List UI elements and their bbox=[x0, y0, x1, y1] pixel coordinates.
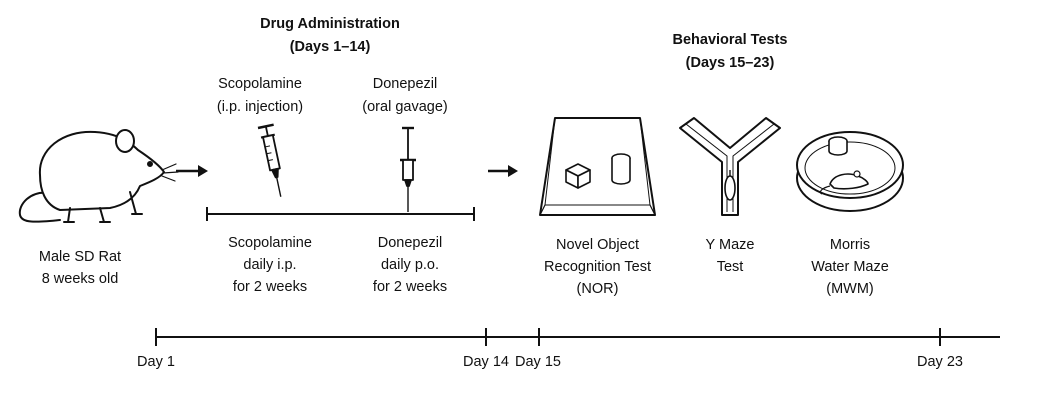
subject-label: Male SD Rat 8 weeks old bbox=[38, 249, 122, 287]
gavage-needle-icon bbox=[400, 126, 416, 212]
timeline-day1-label: Day 1 bbox=[137, 354, 175, 370]
drug-period-bracket bbox=[206, 207, 475, 221]
water-maze-pool-icon bbox=[796, 131, 904, 212]
ymaze-test-label: Y Maze Test bbox=[705, 237, 755, 275]
behavioral-tests-days: (Days 15–23) bbox=[685, 55, 775, 71]
nor-test-label: Novel Object Recognition Test (NOR) bbox=[544, 237, 651, 297]
scopolamine-name: Scopolamine bbox=[218, 76, 302, 92]
novel-object-box-icon bbox=[539, 117, 656, 216]
scopolamine-schedule: Scopolamine daily i.p. for 2 weeks bbox=[228, 235, 312, 295]
arrow-right-icon bbox=[488, 165, 518, 177]
donepezil-schedule: Donepezil daily p.o. for 2 weeks bbox=[372, 235, 448, 295]
timeline-day15-label: Day 15 bbox=[515, 354, 561, 370]
arrow-right-icon bbox=[176, 165, 208, 177]
timeline-day14-label: Day 14 bbox=[463, 354, 509, 370]
donepezil-name: Donepezil bbox=[372, 76, 438, 92]
syringe-icon bbox=[257, 123, 282, 197]
behavioral-tests-title: Behavioral Tests bbox=[672, 32, 788, 48]
y-maze-icon bbox=[679, 117, 781, 216]
donepezil-route: (oral gavage) bbox=[362, 99, 448, 115]
scopolamine-route: (i.p. injection) bbox=[216, 99, 304, 115]
mwm-test-label: Morris Water Maze (MWM) bbox=[811, 237, 889, 297]
drug-administration-title: Drug Administration bbox=[260, 16, 400, 32]
study-timeline-axis bbox=[155, 328, 1000, 346]
drug-administration-days: (Days 1–14) bbox=[289, 39, 371, 55]
timeline-day23-label: Day 23 bbox=[917, 354, 963, 370]
rat-icon bbox=[18, 129, 179, 223]
